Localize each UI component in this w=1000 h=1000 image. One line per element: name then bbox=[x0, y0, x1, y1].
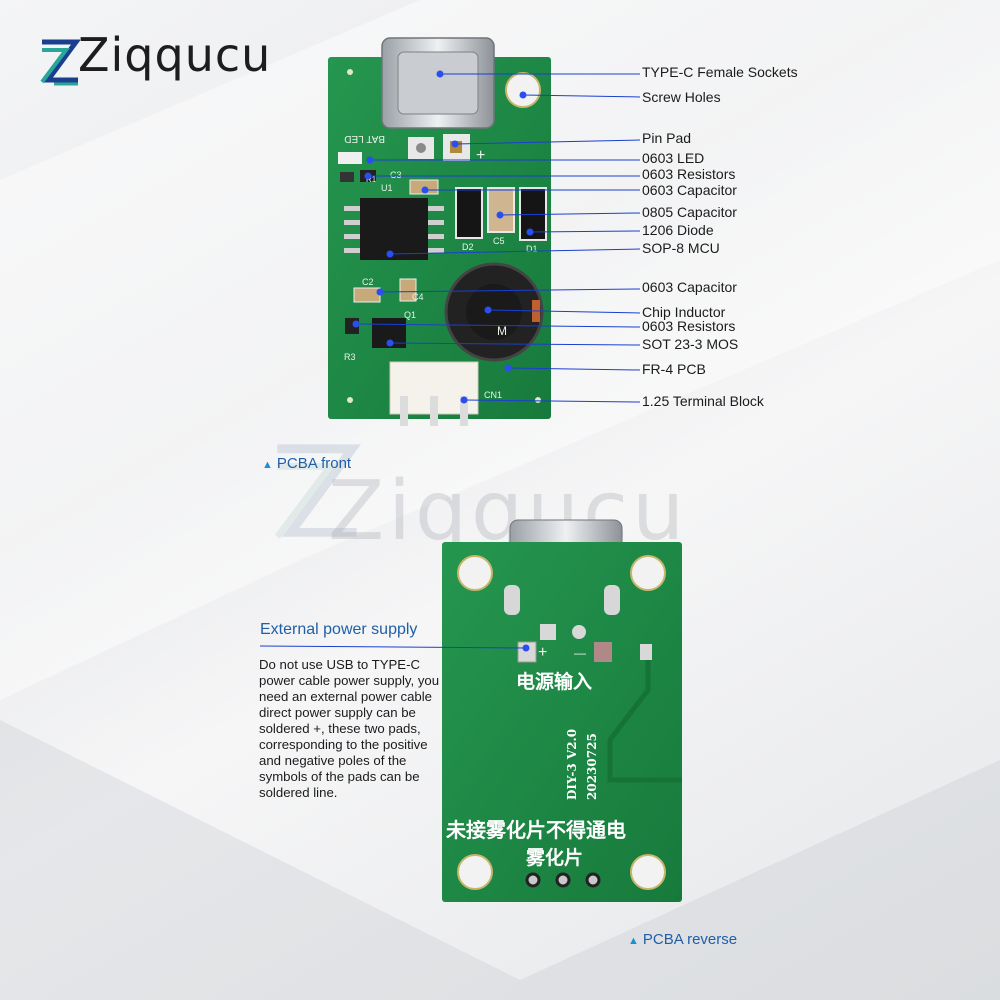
caption-front: ▲PCBA front bbox=[262, 455, 351, 472]
screw-hole-rear-1 bbox=[457, 555, 493, 591]
silk-bat-led: BAT LED bbox=[344, 133, 385, 144]
rear-silk-minus: — bbox=[574, 646, 586, 660]
silk-d2: D2 bbox=[462, 242, 474, 252]
rear-pad-square bbox=[540, 624, 556, 640]
watermark-z-icon bbox=[274, 444, 361, 539]
rear-silk-warning: 未接雾化片不得通电 bbox=[446, 818, 626, 842]
label-1206-diode: 1206 Diode bbox=[642, 222, 714, 238]
chip-inductor bbox=[444, 262, 544, 362]
label-0603-resistors: 0603 Resistors bbox=[642, 166, 736, 182]
label-typec-socket: TYPE-C Female Sockets bbox=[642, 64, 798, 80]
capacitor-0805 bbox=[487, 187, 515, 233]
rear-silk-date: 20230725 bbox=[585, 733, 599, 800]
silk-c3: C3 bbox=[390, 170, 402, 180]
silk-c5: C5 bbox=[493, 236, 505, 246]
terminal-block bbox=[389, 361, 479, 426]
label-0603-capacitor-2: 0603 Capacitor bbox=[642, 279, 737, 295]
label-screw-holes: Screw Holes bbox=[642, 89, 721, 105]
label-pin-pad: Pin Pad bbox=[642, 130, 692, 146]
rear-pad-minus bbox=[594, 642, 612, 662]
screw-hole-rear-3 bbox=[457, 854, 493, 890]
label-chip-inductor: Chip Inductor bbox=[642, 304, 726, 320]
silk-inductor-mark: M bbox=[497, 324, 507, 338]
label-0603-capacitor: 0603 Capacitor bbox=[642, 182, 737, 198]
rear-silk-plus: + bbox=[538, 644, 547, 661]
triangle-icon: ▲ bbox=[262, 459, 273, 471]
caption-front-text: PCBA front bbox=[276, 455, 352, 472]
capacitor-c2 bbox=[353, 287, 381, 303]
leader-lines bbox=[355, 73, 641, 403]
label-sop8-mcu: SOP-8 MCU bbox=[642, 240, 720, 256]
external-power-title: External power supply bbox=[260, 621, 418, 638]
silk-u1: U1 bbox=[381, 183, 393, 193]
led-0603 bbox=[338, 152, 362, 164]
silk-r3: R3 bbox=[344, 352, 356, 362]
screw-hole bbox=[505, 72, 541, 108]
leader-dots bbox=[352, 70, 534, 404]
external-power-description: Do not use USB to TYPE-C power cable pow… bbox=[259, 657, 440, 800]
brand-logo bbox=[40, 32, 260, 92]
caption-reverse: ▲PCBA reverse bbox=[628, 931, 737, 948]
silk-plus: + bbox=[476, 147, 485, 164]
label-sot23-mos: SOT 23-3 MOS bbox=[642, 336, 739, 352]
silk-q1: Q1 bbox=[404, 310, 416, 320]
rear-silk-power-input: 电源输入 bbox=[516, 670, 592, 693]
pcba-reverse-board: + — 电源输入 DIY-3 V2.0 20230725 未接雾化片不得通电 雾… bbox=[442, 519, 682, 902]
brand-name: Ziqqucu bbox=[78, 28, 272, 82]
ext-power-leader bbox=[259, 645, 527, 649]
ext-power-dot bbox=[522, 644, 530, 652]
sop8-mcu bbox=[344, 198, 444, 260]
triangle-icon: ▲ bbox=[628, 935, 639, 947]
screw-hole-rear-2 bbox=[630, 555, 666, 591]
rear-silk-atomizer: 雾化片 bbox=[526, 846, 583, 869]
label-0603-resistors-2: 0603 Resistors bbox=[642, 318, 736, 334]
silk-d1: D1 bbox=[526, 244, 538, 254]
silk-c4: C4 bbox=[412, 292, 424, 302]
rear-pad-plus bbox=[517, 641, 537, 663]
rear-silk-version: DIY-3 V2.0 bbox=[565, 729, 579, 800]
silk-r1: R1 bbox=[366, 175, 377, 184]
label-fr4-pcb: FR-4 PCB bbox=[642, 361, 706, 377]
logo-z-icon bbox=[40, 39, 80, 86]
screw-hole-rear-4 bbox=[630, 854, 666, 890]
diode-d2 bbox=[455, 187, 483, 239]
label-0805-capacitor: 0805 Capacitor bbox=[642, 204, 737, 220]
label-0603-led: 0603 LED bbox=[642, 150, 705, 166]
caption-reverse-text: PCBA reverse bbox=[642, 931, 738, 948]
label-terminal-block: 1.25 Terminal Block bbox=[642, 393, 764, 409]
pcba-front-board: BAT LED + U1 C3 R1 D2 C5 D1 C2 C4 Q1 R3 … bbox=[328, 37, 551, 426]
silk-c2: C2 bbox=[362, 277, 374, 287]
silk-cn1: CN1 bbox=[484, 390, 502, 400]
capacitor-c4 bbox=[399, 278, 417, 302]
